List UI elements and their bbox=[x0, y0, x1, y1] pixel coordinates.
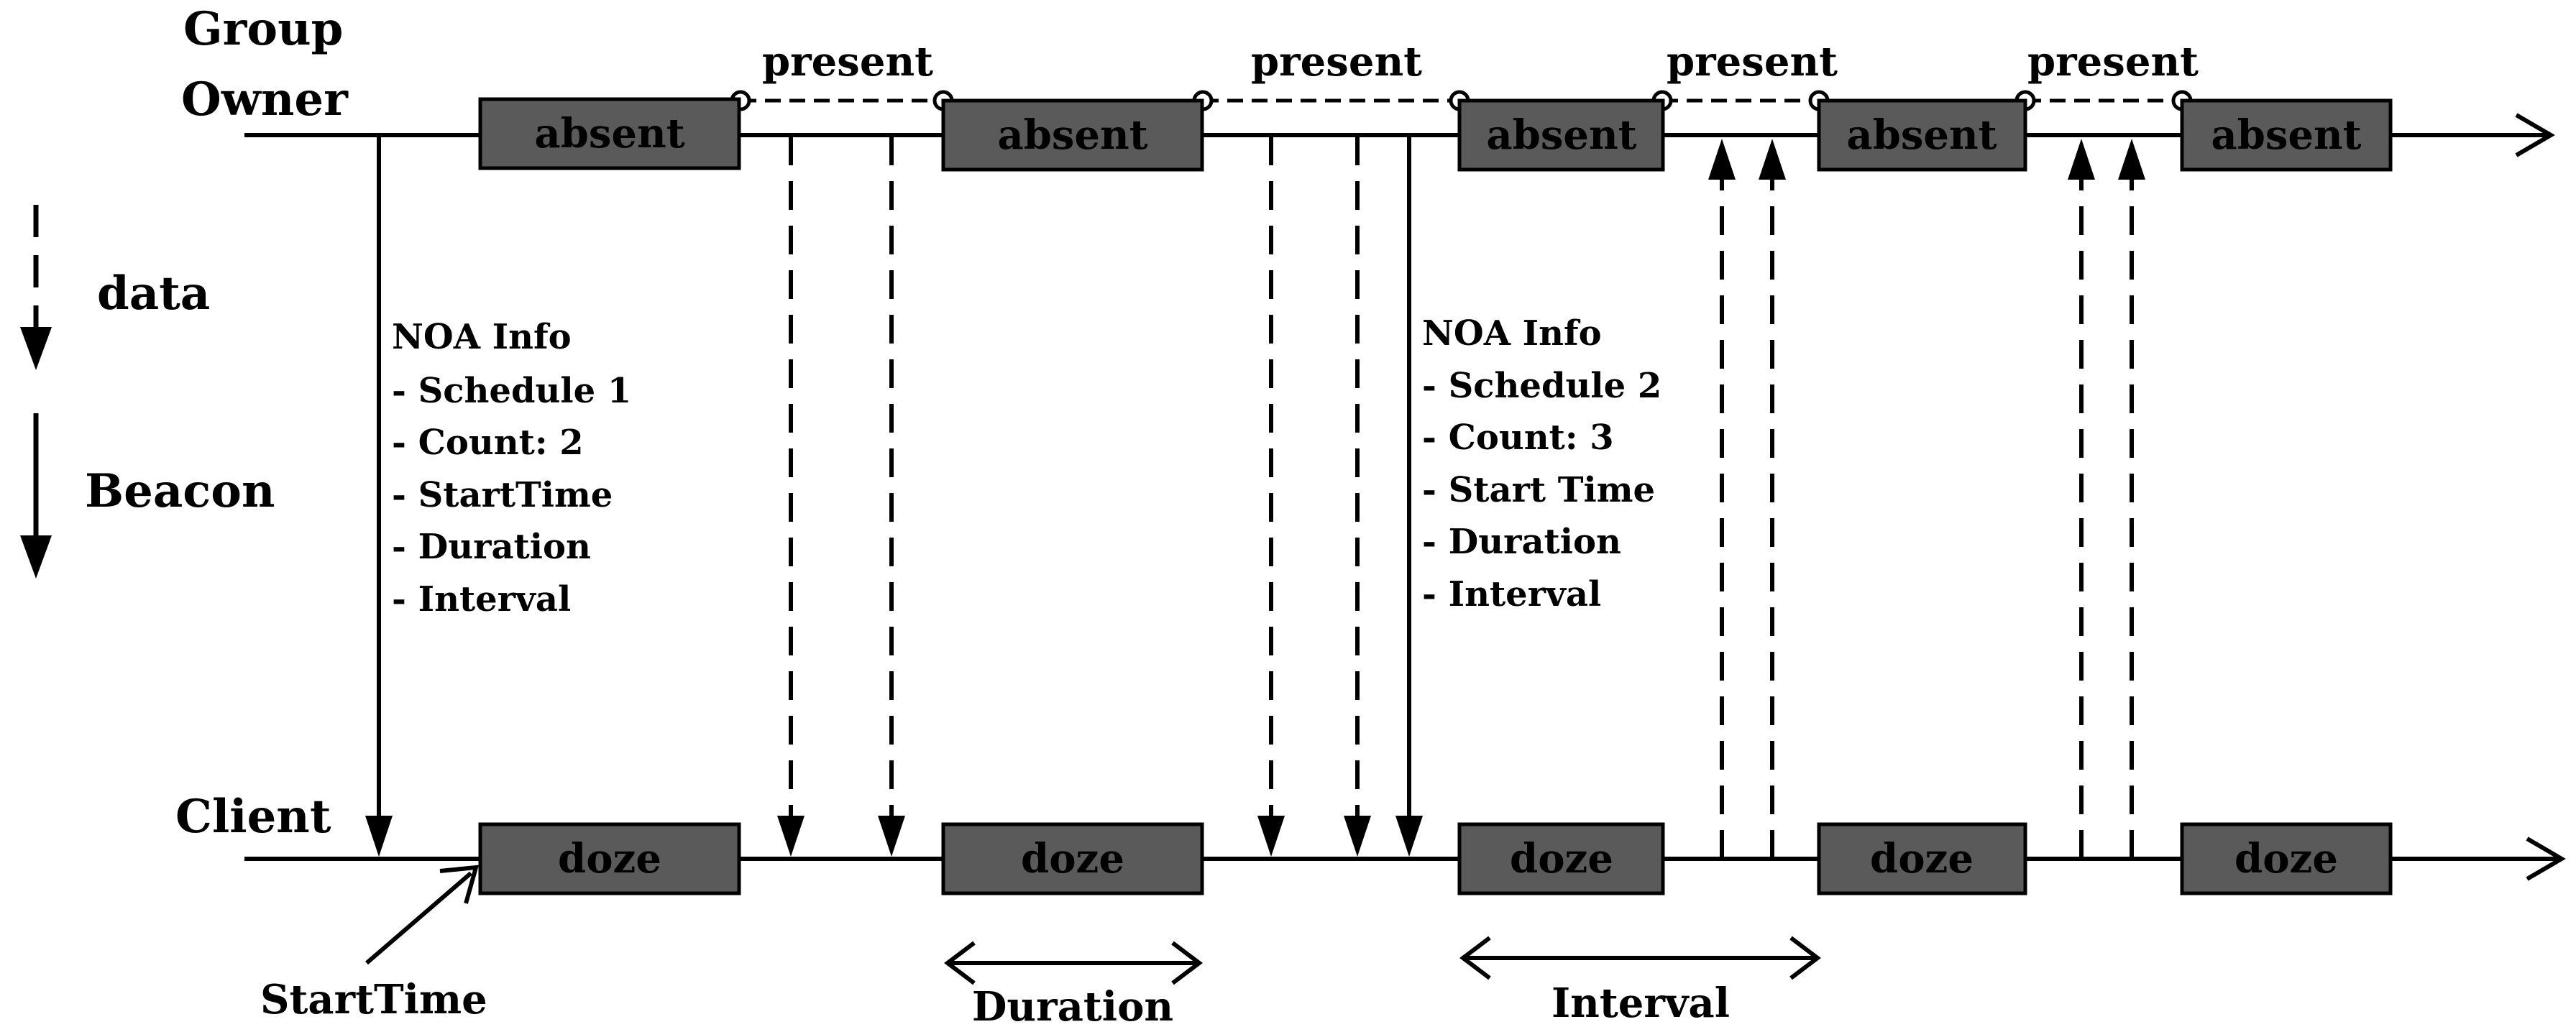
present-label-2: present bbox=[1251, 38, 1422, 86]
role-client: Client bbox=[175, 790, 331, 844]
noa-info-1-line-2: - Schedule 1 bbox=[392, 371, 631, 411]
noa-info-2-line-3: - Count: 3 bbox=[1422, 418, 1614, 458]
data-arrow-down-4 bbox=[1344, 137, 1371, 857]
absent-label-5: absent bbox=[2211, 111, 2361, 159]
beacon-arrow-2 bbox=[1395, 135, 1423, 857]
data-arrow-up-2 bbox=[1759, 139, 1786, 859]
present-label-1: present bbox=[762, 38, 933, 86]
doze-box-2: doze bbox=[941, 822, 1204, 895]
doze-label-5: doze bbox=[2234, 835, 2338, 883]
duration-span-arrow bbox=[944, 941, 1203, 985]
noa-info-2-line-6: - Interval bbox=[1422, 574, 1601, 614]
doze-box-5: doze bbox=[2180, 822, 2393, 895]
absent-box-2: absent bbox=[941, 98, 1204, 172]
absent-label-4: absent bbox=[1846, 111, 1997, 159]
absent-label-3: absent bbox=[1486, 111, 1636, 159]
noa-info-1: NOA Info - Schedule 1 - Count: 2 - Start… bbox=[392, 317, 631, 619]
doze-label-2: doze bbox=[1021, 835, 1124, 883]
legend-beacon-arrow bbox=[20, 413, 52, 579]
role-group-owner-line1: Group bbox=[183, 2, 343, 56]
noa-info-2-line-4: - Start Time bbox=[1422, 470, 1655, 510]
noa-info-1-line-3: - Count: 2 bbox=[392, 423, 584, 463]
doze-box-1: doze bbox=[478, 822, 741, 895]
absent-box-4: absent bbox=[1817, 98, 2027, 172]
doze-label-1: doze bbox=[558, 835, 661, 883]
present-label-3: present bbox=[1667, 38, 1838, 86]
legend-beacon-label: Beacon bbox=[85, 464, 275, 518]
noa-info-2-line-1: NOA Info bbox=[1422, 313, 1602, 354]
noa-info-2-line-2: - Schedule 2 bbox=[1422, 366, 1661, 406]
doze-box-4: doze bbox=[1817, 822, 2027, 895]
noa-info-1-line-5: - Duration bbox=[392, 527, 591, 567]
absent-label-2: absent bbox=[997, 111, 1147, 159]
absent-label-1: absent bbox=[534, 110, 684, 157]
data-arrow-down-1 bbox=[777, 137, 805, 857]
doze-box-3: doze bbox=[1457, 822, 1665, 895]
noa-info-2-line-5: - Duration bbox=[1422, 522, 1621, 562]
noa-info-1-line-6: - Interval bbox=[392, 579, 571, 619]
absent-box-5: absent bbox=[2180, 98, 2393, 172]
noa-info-1-line-4: - StartTime bbox=[392, 475, 613, 515]
legend-data-label: data bbox=[97, 267, 210, 321]
start-time-label: StartTime bbox=[260, 976, 487, 1023]
data-arrow-up-1 bbox=[1708, 139, 1736, 859]
doze-label-4: doze bbox=[1870, 835, 1974, 883]
data-arrow-up-3 bbox=[2068, 139, 2095, 859]
beacon-arrow-1 bbox=[365, 135, 393, 857]
absent-box-3: absent bbox=[1457, 98, 1665, 172]
doze-label-3: doze bbox=[1510, 835, 1613, 883]
present-label-4: present bbox=[2027, 38, 2199, 86]
start-time-pointer bbox=[365, 865, 480, 965]
interval-label: Interval bbox=[1551, 980, 1730, 1027]
legend-data-arrow bbox=[20, 205, 52, 370]
data-arrow-down-3 bbox=[1257, 137, 1285, 857]
role-group-owner-line2: Owner bbox=[181, 73, 349, 126]
noa-info-2: NOA Info - Schedule 2 - Count: 3 - Start… bbox=[1422, 313, 1661, 614]
duration-label: Duration bbox=[972, 983, 1173, 1031]
interval-span-arrow bbox=[1459, 936, 1821, 980]
data-arrow-up-4 bbox=[2118, 139, 2145, 859]
data-arrow-down-2 bbox=[878, 137, 905, 857]
noa-info-1-line-1: NOA Info bbox=[392, 317, 572, 357]
absent-box-1: absent bbox=[478, 97, 741, 170]
